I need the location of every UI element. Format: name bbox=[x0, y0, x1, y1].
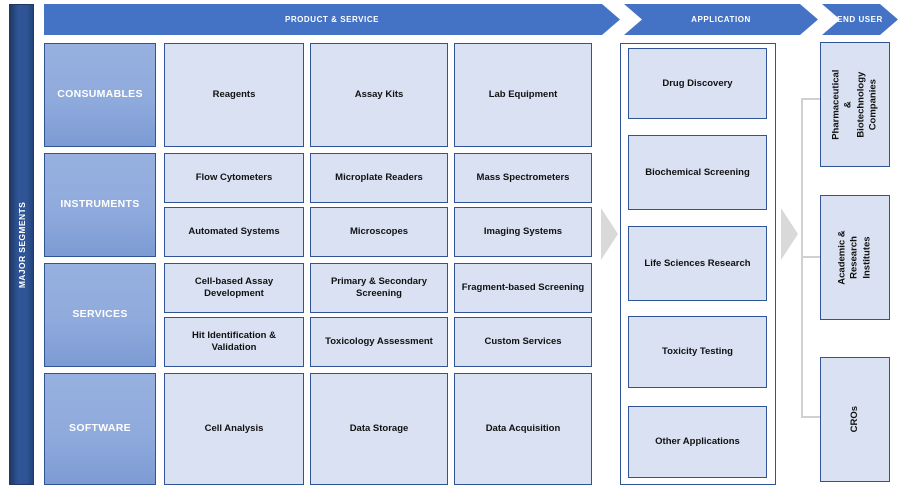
ribbon-label-application: APPLICATION bbox=[691, 15, 751, 24]
item-box[interactable]: Automated Systems bbox=[164, 207, 304, 257]
segment-label-software[interactable]: SOFTWARE bbox=[44, 373, 156, 485]
item-box[interactable]: Lab Equipment bbox=[454, 43, 592, 147]
application-box[interactable]: Drug Discovery bbox=[628, 48, 767, 119]
application-box[interactable]: Toxicity Testing bbox=[628, 316, 767, 388]
item-box[interactable]: Mass Spectrometers bbox=[454, 153, 592, 203]
major-segments-bar: MAJOR SEGMENTS bbox=[9, 4, 34, 485]
bracket-spine bbox=[801, 98, 803, 417]
ribbon-segment-end-user: END USER bbox=[822, 4, 898, 35]
bracket-stub bbox=[801, 416, 820, 418]
item-box[interactable]: Cell Analysis bbox=[164, 373, 304, 485]
bracket-stub bbox=[801, 256, 820, 258]
item-box[interactable]: Data Acquisition bbox=[454, 373, 592, 485]
ribbon-segment-product-service: PRODUCT & SERVICE bbox=[44, 4, 620, 35]
item-box[interactable]: Imaging Systems bbox=[454, 207, 592, 257]
item-box[interactable]: Primary & Secondary Screening bbox=[310, 263, 448, 313]
item-box[interactable]: Custom Services bbox=[454, 317, 592, 367]
item-box[interactable]: Flow Cytometers bbox=[164, 153, 304, 203]
end-user-label: CROs bbox=[848, 406, 860, 433]
item-box[interactable]: Toxicology Assessment bbox=[310, 317, 448, 367]
item-box[interactable]: Microplate Readers bbox=[310, 153, 448, 203]
end-user-label: Academic & Research Institutes bbox=[836, 230, 873, 285]
segment-label-text: SERVICES bbox=[72, 308, 128, 321]
segment-label-services[interactable]: SERVICES bbox=[44, 263, 156, 367]
segment-label-text: INSTRUMENTS bbox=[60, 198, 140, 211]
application-box[interactable]: Other Applications bbox=[628, 406, 767, 478]
flow-arrow-icon bbox=[601, 208, 618, 260]
item-box[interactable]: Microscopes bbox=[310, 207, 448, 257]
major-segments-label: MAJOR SEGMENTS bbox=[16, 201, 27, 288]
ribbon-segment-application: APPLICATION bbox=[624, 4, 818, 35]
item-box[interactable]: Assay Kits bbox=[310, 43, 448, 147]
item-box[interactable]: Hit Identification & Validation bbox=[164, 317, 304, 367]
bracket-stub bbox=[801, 98, 820, 100]
item-box[interactable]: Reagents bbox=[164, 43, 304, 147]
application-box[interactable]: Biochemical Screening bbox=[628, 135, 767, 210]
segment-label-text: SOFTWARE bbox=[69, 422, 131, 435]
item-box[interactable]: Cell-based Assay Development bbox=[164, 263, 304, 313]
segment-label-instruments[interactable]: INSTRUMENTS bbox=[44, 153, 156, 257]
header-ribbon: PRODUCT & SERVICE APPLICATION END USER bbox=[44, 4, 898, 35]
item-box[interactable]: Fragment-based Screening bbox=[454, 263, 592, 313]
item-box[interactable]: Data Storage bbox=[310, 373, 448, 485]
segment-label-consumables[interactable]: CONSUMABLES bbox=[44, 43, 156, 147]
end-user-box[interactable]: Pharmaceutical & Biotechnology Companies bbox=[820, 42, 890, 167]
ribbon-label-product-service: PRODUCT & SERVICE bbox=[284, 15, 380, 24]
application-box[interactable]: Life Sciences Research bbox=[628, 226, 767, 301]
ribbon-label-end-user: END USER bbox=[837, 15, 883, 24]
end-user-label: Pharmaceutical & Biotechnology Companies bbox=[830, 69, 879, 140]
end-user-box[interactable]: CROs bbox=[820, 357, 890, 482]
segment-label-text: CONSUMABLES bbox=[57, 88, 143, 101]
end-user-box[interactable]: Academic & Research Institutes bbox=[820, 195, 890, 320]
flow-arrow-icon bbox=[781, 208, 798, 260]
